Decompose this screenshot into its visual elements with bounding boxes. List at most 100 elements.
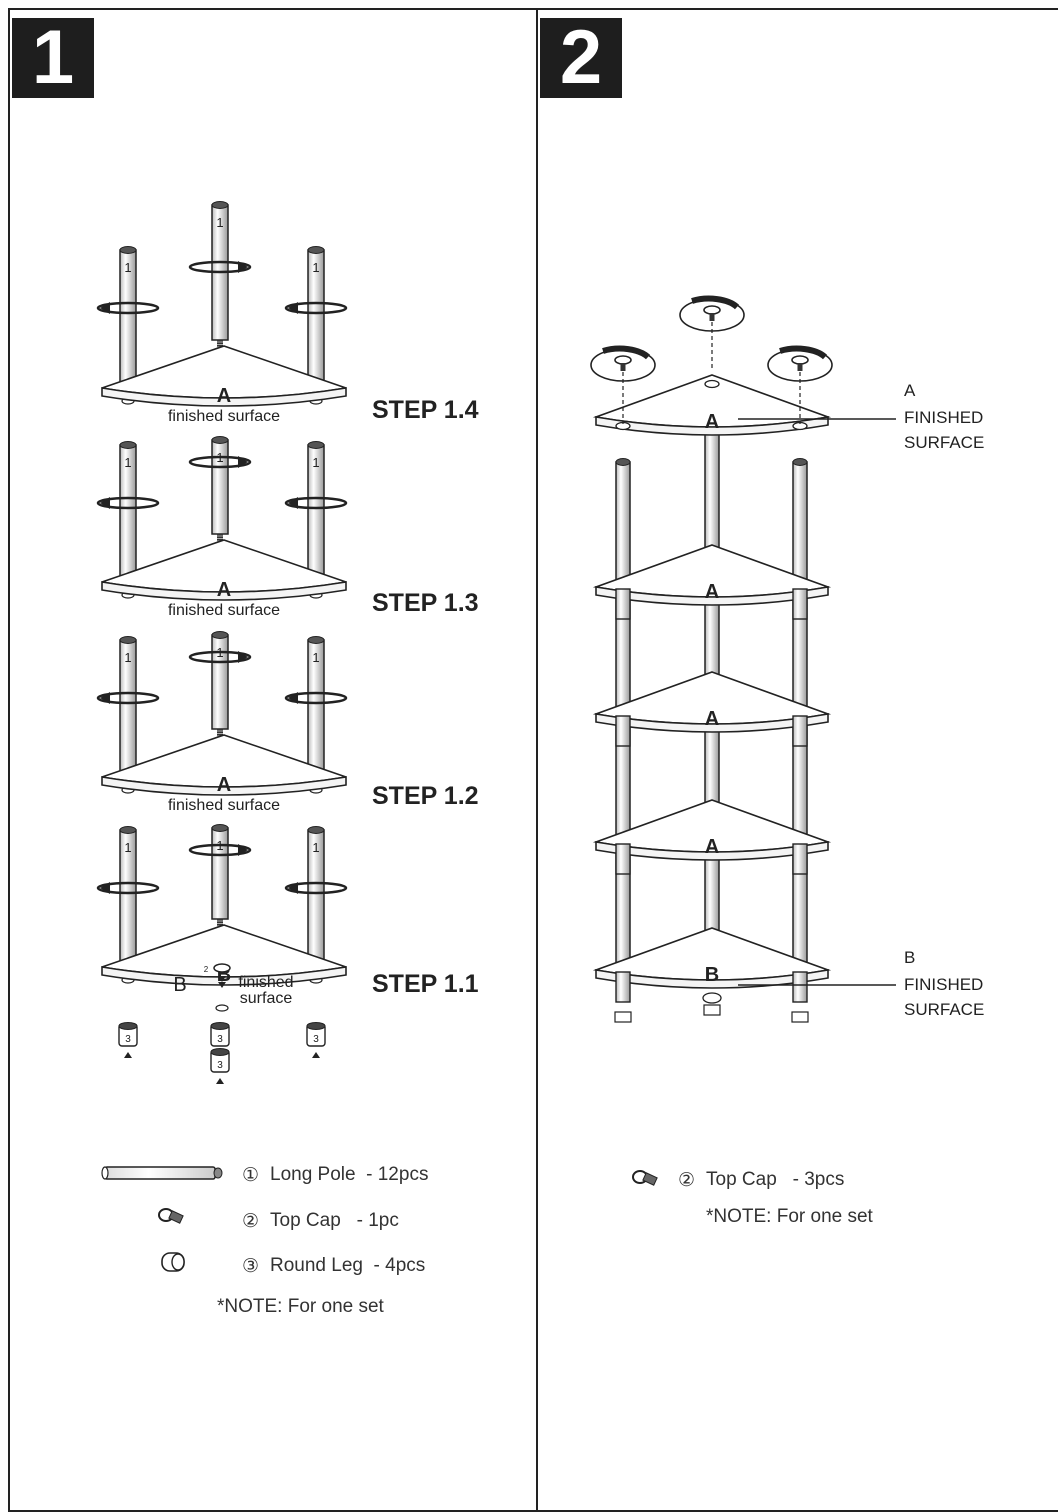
top-cap-icon bbox=[213, 963, 231, 973]
rotation-arrow-icon bbox=[284, 881, 348, 895]
round-leg: 3 bbox=[210, 1048, 230, 1084]
callout-letter: B bbox=[904, 948, 915, 967]
rotation-arrow-icon bbox=[284, 301, 348, 315]
part-number: 1 bbox=[124, 260, 131, 275]
round-leg: 3 bbox=[210, 1022, 230, 1058]
long-pole: 1 bbox=[211, 631, 229, 730]
arrow-down-icon bbox=[218, 976, 226, 988]
long-pole: 1 bbox=[307, 441, 325, 581]
round-leg bbox=[614, 1011, 632, 1023]
rotation-arrow-icon bbox=[188, 455, 252, 469]
step-number-badge: 2 bbox=[540, 18, 622, 98]
top-cap-icon bbox=[632, 1170, 658, 1186]
part-number: 1 bbox=[216, 215, 223, 230]
surface-label: finished surface bbox=[168, 797, 280, 814]
shelf-tier: B bbox=[592, 927, 832, 1023]
shelf-letter: A bbox=[217, 579, 231, 601]
shelf-letter: A bbox=[705, 836, 719, 858]
surface-label: finished bbox=[238, 974, 293, 991]
part-number: 1 bbox=[312, 840, 319, 855]
part-number: 3 bbox=[125, 1034, 131, 1045]
rotation-arrow-icon bbox=[188, 650, 252, 664]
long-pole: 1 bbox=[307, 636, 325, 776]
round-leg: 3 bbox=[118, 1022, 138, 1058]
shelf-letter: A bbox=[705, 581, 719, 603]
legend-item-top-cap: Top Cap - 1pc bbox=[270, 1210, 399, 1231]
rotation-arrow-icon bbox=[284, 691, 348, 705]
shelf-letter: A bbox=[217, 774, 231, 796]
rotation-arrow-icon bbox=[96, 496, 160, 510]
part-number: 1 bbox=[312, 650, 319, 665]
part-number: 1 bbox=[124, 650, 131, 665]
arrow-up-icon bbox=[312, 1052, 320, 1058]
callout-text: SURFACE bbox=[904, 1000, 984, 1019]
long-pole: 1 bbox=[211, 436, 229, 535]
part-number: 1 bbox=[124, 840, 131, 855]
screw-hole bbox=[704, 379, 720, 389]
top-cap-icon bbox=[791, 355, 809, 365]
long-pole: 1 bbox=[119, 636, 137, 776]
note-text: *NOTE: For one set bbox=[217, 1296, 384, 1317]
round-leg bbox=[703, 1004, 721, 1016]
shelf-tier: A bbox=[592, 544, 832, 620]
rotation-arrow-icon bbox=[96, 691, 160, 705]
legend-marker: ② bbox=[678, 1170, 696, 1191]
rotation-arrow-icon bbox=[188, 260, 252, 274]
rotation-arrow-icon bbox=[96, 301, 160, 315]
long-pole bbox=[615, 715, 631, 747]
long-pole: 1 bbox=[307, 826, 325, 966]
round-leg-icon bbox=[161, 1252, 185, 1272]
long-pole: 1 bbox=[119, 826, 137, 966]
callout-text: FINISHED bbox=[904, 408, 983, 427]
part-number: 1 bbox=[124, 455, 131, 470]
round-leg: 3 bbox=[306, 1022, 326, 1058]
long-pole bbox=[615, 843, 631, 875]
leg-hole bbox=[702, 992, 722, 1004]
top-cap-icon bbox=[614, 355, 632, 365]
surface-label: finished surface bbox=[168, 602, 280, 619]
legend-item-top-cap: Top Cap - 3pcs bbox=[706, 1169, 845, 1190]
top-cap-with-rotation bbox=[767, 345, 833, 424]
step-label: STEP 1.4 bbox=[372, 396, 479, 424]
top-cap-with-rotation bbox=[590, 345, 656, 424]
rotation-arrow-icon bbox=[96, 881, 160, 895]
shelf-letter: B bbox=[173, 974, 186, 996]
shelf-letter: A bbox=[705, 411, 719, 433]
legend-marker: ③ bbox=[242, 1256, 260, 1277]
callout-text: FINISHED bbox=[904, 975, 983, 994]
part-number: 2 bbox=[204, 965, 209, 974]
long-pole bbox=[792, 971, 808, 1003]
part-number: 3 bbox=[217, 1034, 223, 1045]
step-label: STEP 1.3 bbox=[372, 589, 479, 617]
top-cap-icon bbox=[158, 1208, 184, 1224]
legend-marker: ① bbox=[242, 1165, 260, 1186]
legend-marker: ② bbox=[242, 1211, 260, 1232]
panel-step-2: 2 bbox=[536, 8, 1058, 1512]
arrow-up-icon bbox=[216, 1078, 224, 1084]
rotation-arrow-icon bbox=[188, 843, 252, 857]
shelf-board bbox=[101, 539, 347, 601]
part-number: 1 bbox=[312, 260, 319, 275]
long-pole: 1 bbox=[119, 246, 137, 387]
callout-text: SURFACE bbox=[904, 433, 984, 452]
shelf-letter: A bbox=[217, 385, 231, 407]
long-pole bbox=[615, 588, 631, 620]
long-pole: 1 bbox=[119, 441, 137, 581]
long-pole: 1 bbox=[211, 824, 229, 920]
surface-label: surface bbox=[240, 990, 293, 1007]
long-pole bbox=[792, 843, 808, 875]
shelf-board bbox=[101, 734, 347, 796]
top-cap-with-rotation bbox=[679, 295, 745, 370]
pole-icon bbox=[101, 1166, 223, 1180]
shelf-board bbox=[592, 374, 832, 436]
shelf-tier: A bbox=[592, 799, 832, 875]
